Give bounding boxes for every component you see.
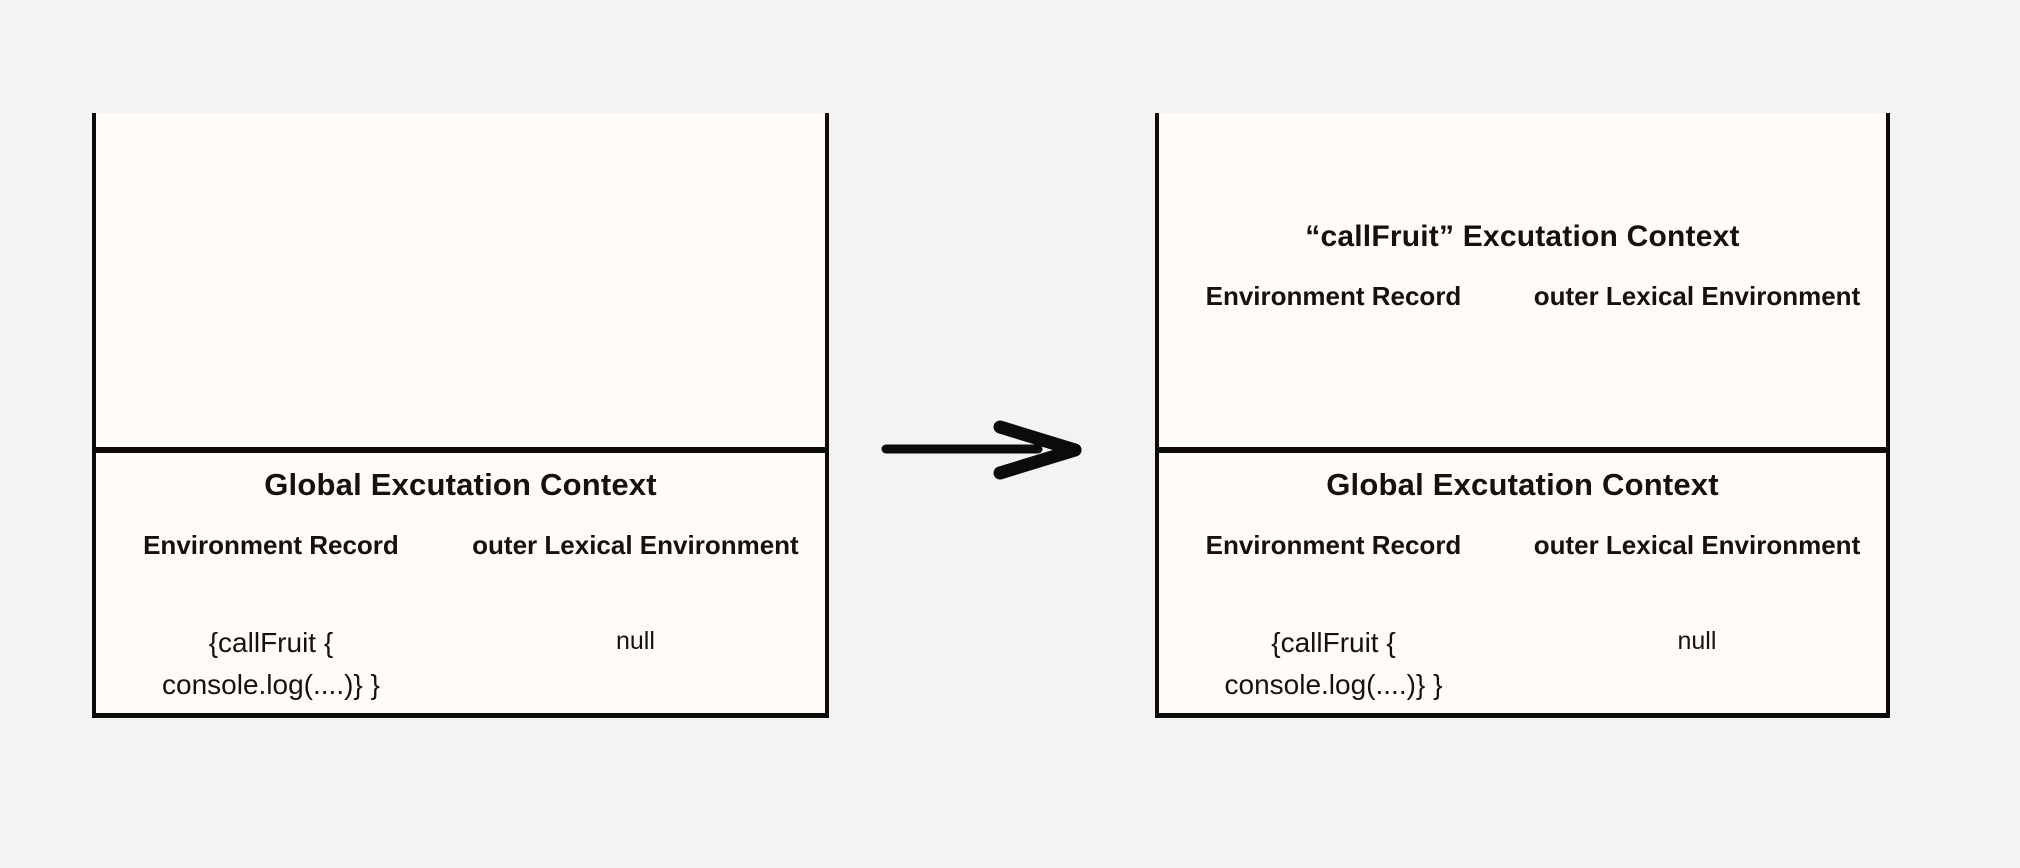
left-global-execution-context: Global Excutation Context Environment Re… [92,447,829,718]
code-line-2: console.log(....)} } [162,669,380,700]
context-title: Global Excutation Context [264,467,657,502]
environment-record-header: Environment Record [143,530,399,560]
column-values: {callFruit { console.log(....)} } null [1159,622,1886,706]
outer-lexical-environment-value: null [1677,627,1717,655]
outer-lexical-environment-header: outer Lexical Environment [1533,281,1861,311]
outer-lexical-environment-value: null [615,627,655,655]
environment-record-header: Environment Record [1205,530,1462,560]
transition-arrow [870,400,1090,500]
code-line-1: {callFruit { [1271,627,1396,658]
outer-lexical-environment-header: outer Lexical Environment [472,530,799,560]
left-empty-stack-frame [92,113,829,447]
right-arrow-icon [881,420,1082,480]
outer-lexical-environment-header: outer Lexical Environment [1533,530,1861,560]
column-headers: Environment Record outer Lexical Environ… [1159,530,1886,560]
environment-record-value: {callFruit { console.log(....)} } [1159,622,1508,706]
environment-record-value: {callFruit { console.log(....)} } [96,622,446,706]
column-values: {callFruit { console.log(....)} } null [96,622,825,706]
context-title: Global Excutation Context [1326,467,1719,502]
code-line-2: console.log(....)} } [1224,669,1443,700]
column-headers: Environment Record outer Lexical Environ… [96,530,825,560]
callfruit-execution-context: “callFruit” Excutation Context Environme… [1155,113,1890,447]
environment-record-header: Environment Record [1205,281,1462,311]
column-headers: Environment Record outer Lexical Environ… [1159,281,1886,311]
right-execution-stack: “callFruit” Excutation Context Environme… [1155,113,1890,718]
right-global-execution-context: Global Excutation Context Environment Re… [1155,447,1890,718]
context-title: “callFruit” Excutation Context [1305,220,1740,253]
left-execution-stack: Global Excutation Context Environment Re… [92,113,829,718]
code-line-1: {callFruit { [208,627,334,658]
